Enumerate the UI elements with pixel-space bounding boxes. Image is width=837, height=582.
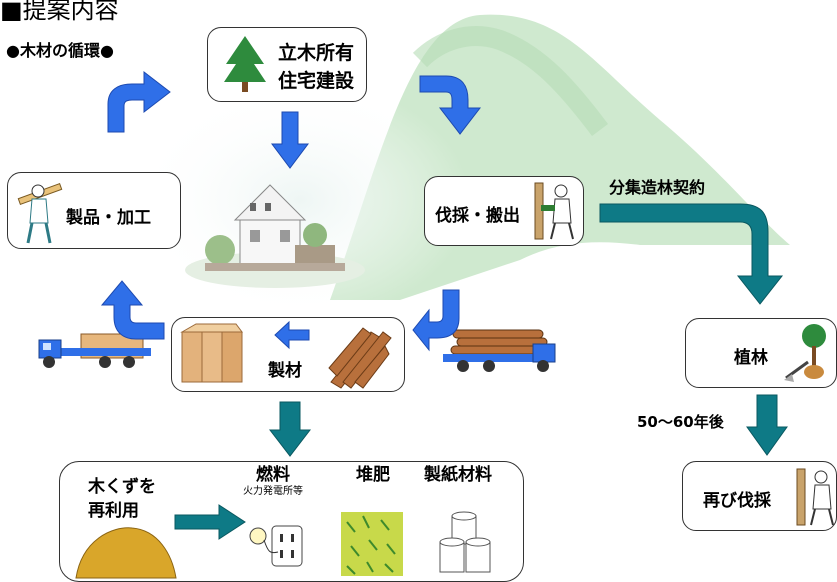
arrow-logs-to-boards <box>274 320 310 350</box>
products-label: 製品・加工 <box>66 208 151 228</box>
lumberjack-icon <box>534 182 574 240</box>
page-title: ■提案内容 <box>0 0 119 24</box>
reuse-heading-1: 木くずを <box>88 477 156 497</box>
sapling-shovel-icon <box>784 324 826 382</box>
paper-rolls-icon <box>439 511 491 573</box>
contract-label: 分集造林契約 <box>609 178 706 197</box>
standing-trees-label-1: 立木所有 <box>278 42 355 64</box>
arrow-planting-to-refelling <box>746 394 788 456</box>
arrow-lumber-to-products <box>100 280 165 340</box>
subtitle: ●木材の循環● <box>6 41 114 60</box>
planting-node: 植林 <box>685 318 837 388</box>
planting-label: 植林 <box>734 348 768 368</box>
standing-trees-node: 立木所有 住宅建設 <box>207 27 367 102</box>
compost-label: 堆肥 <box>356 465 390 485</box>
fuel-label: 燃料 <box>256 465 290 485</box>
arrow-lumber-to-reuse <box>268 401 312 457</box>
power-outlet-bulb-icon <box>249 525 303 567</box>
carpenter-icon <box>17 183 63 244</box>
tree-icon <box>224 36 266 92</box>
lumberjack-icon <box>796 468 834 526</box>
log-pile-icon <box>328 327 392 389</box>
lumber-boards-icon <box>180 323 243 383</box>
compost-leaves-icon <box>341 512 403 576</box>
arrow-felling-to-lumber <box>412 289 460 352</box>
sawdust-pile-icon <box>75 527 177 579</box>
reuse-node: 木くずを 再利用 燃料 火力発電所等 堆肥 製紙材料 <box>59 461 524 582</box>
house-illustration <box>185 184 365 288</box>
felling-label: 伐採・搬出 <box>435 206 520 226</box>
reuse-heading-2: 再利用 <box>88 501 139 521</box>
refelling-node: 再び伐採 <box>682 461 837 531</box>
arrow-sawdust-to-fuel <box>174 504 246 540</box>
lumber-label: 製材 <box>268 361 302 381</box>
standing-trees-label-2: 住宅建設 <box>278 70 355 92</box>
arrow-products-to-trees <box>107 70 171 133</box>
refelling-label: 再び伐採 <box>703 491 771 511</box>
arrow-trees-to-felling <box>419 75 482 135</box>
felling-node: 伐採・搬出 <box>424 176 584 246</box>
products-node: 製品・加工 <box>7 172 181 249</box>
years-later-label: 50～60年後 <box>637 413 724 431</box>
paper-label: 製紙材料 <box>424 465 492 485</box>
fuel-sublabel: 火力発電所等 <box>243 486 303 497</box>
arrow-felling-to-planting <box>599 203 784 305</box>
log-truck-icon <box>443 329 556 372</box>
arrow-trees-to-house <box>271 111 309 169</box>
